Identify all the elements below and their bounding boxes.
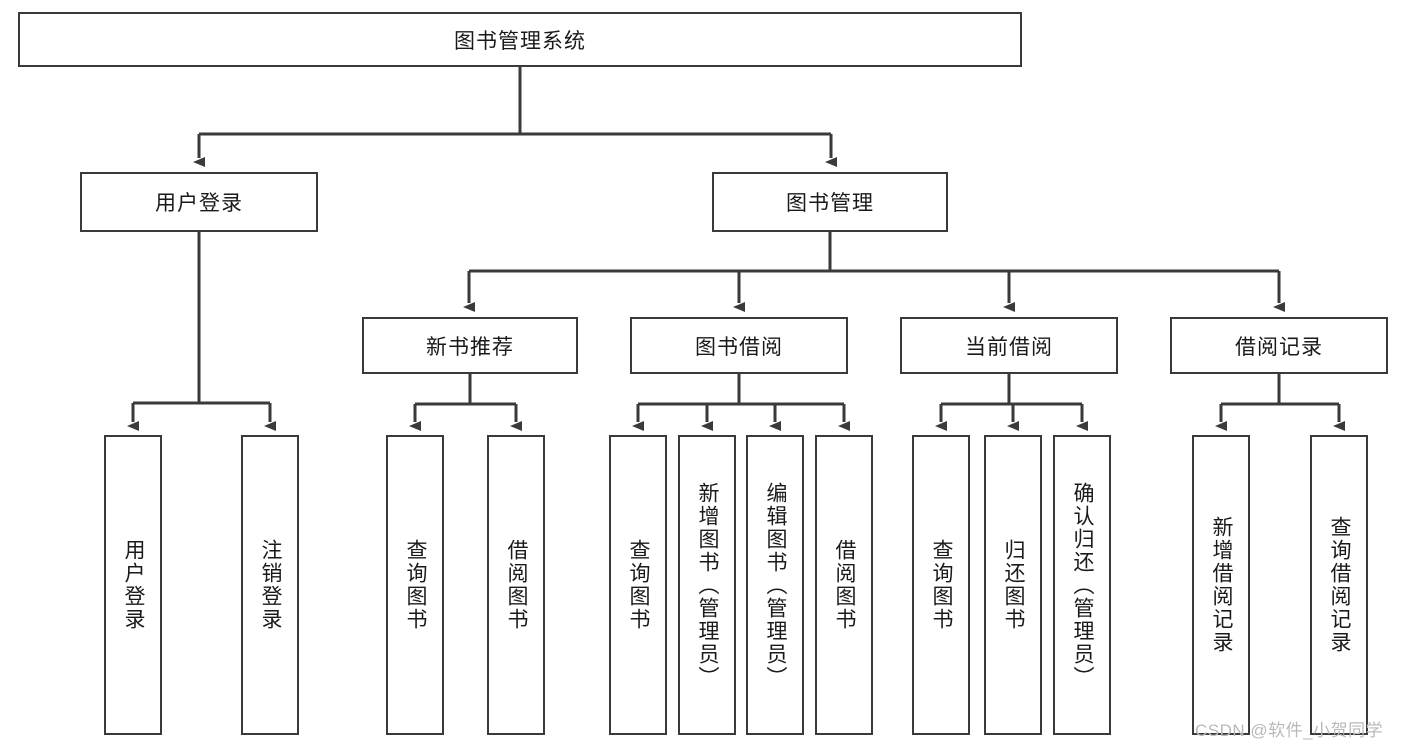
leaf-node[interactable]: 归还图书 — [984, 435, 1042, 735]
leaf-node-label: 借阅图书 — [505, 539, 529, 631]
node-book-borrow-label: 图书借阅 — [695, 335, 783, 359]
node-book-borrow[interactable]: 图书借阅 — [630, 317, 848, 374]
leaf-node-label: 确认归还（管理员） — [1071, 481, 1095, 689]
leaf-node[interactable]: 编辑图书（管理员） — [746, 435, 804, 735]
leaf-node[interactable]: 新增图书（管理员） — [678, 435, 736, 735]
node-new-book-recommend[interactable]: 新书推荐 — [362, 317, 578, 374]
node-user-login-label: 用户登录 — [155, 192, 243, 215]
node-current-borrow-label: 当前借阅 — [965, 335, 1053, 359]
node-current-borrow[interactable]: 当前借阅 — [900, 317, 1118, 374]
leaf-node-label: 查询图书 — [930, 539, 954, 631]
leaf-node-label: 借阅图书 — [833, 539, 857, 631]
node-root-label: 图书管理系统 — [454, 29, 586, 53]
leaf-node[interactable]: 查询借阅记录 — [1310, 435, 1368, 735]
leaf-node-label: 查询图书 — [627, 539, 651, 631]
node-user-login[interactable]: 用户登录 — [80, 172, 318, 232]
leaf-node[interactable]: 用户登录 — [104, 435, 162, 735]
leaf-node-label: 编辑图书（管理员） — [764, 481, 788, 689]
node-root[interactable]: 图书管理系统 — [18, 12, 1022, 67]
leaf-node-label: 归还图书 — [1002, 539, 1026, 631]
leaf-node-label: 查询图书 — [404, 539, 428, 631]
leaf-node-label: 用户登录 — [122, 539, 146, 631]
leaf-node[interactable]: 新增借阅记录 — [1192, 435, 1250, 735]
node-new-book-recommend-label: 新书推荐 — [426, 335, 514, 359]
node-borrow-record-label: 借阅记录 — [1235, 335, 1323, 359]
leaf-node-label: 新增借阅记录 — [1210, 516, 1234, 654]
leaf-node-label: 新增图书（管理员） — [696, 481, 720, 689]
node-book-management[interactable]: 图书管理 — [712, 172, 948, 232]
node-borrow-record[interactable]: 借阅记录 — [1170, 317, 1388, 374]
leaf-node[interactable]: 借阅图书 — [815, 435, 873, 735]
leaf-node[interactable]: 借阅图书 — [487, 435, 545, 735]
leaf-node[interactable]: 注销登录 — [241, 435, 299, 735]
leaf-node[interactable]: 查询图书 — [609, 435, 667, 735]
leaf-node[interactable]: 确认归还（管理员） — [1053, 435, 1111, 735]
leaf-node-label: 查询借阅记录 — [1328, 516, 1352, 654]
leaf-node-label: 注销登录 — [259, 539, 283, 631]
csdn-watermark: CSDN @软件_小贺同学 — [1195, 721, 1384, 740]
node-book-management-label: 图书管理 — [786, 192, 874, 215]
leaf-node[interactable]: 查询图书 — [386, 435, 444, 735]
leaf-node[interactable]: 查询图书 — [912, 435, 970, 735]
